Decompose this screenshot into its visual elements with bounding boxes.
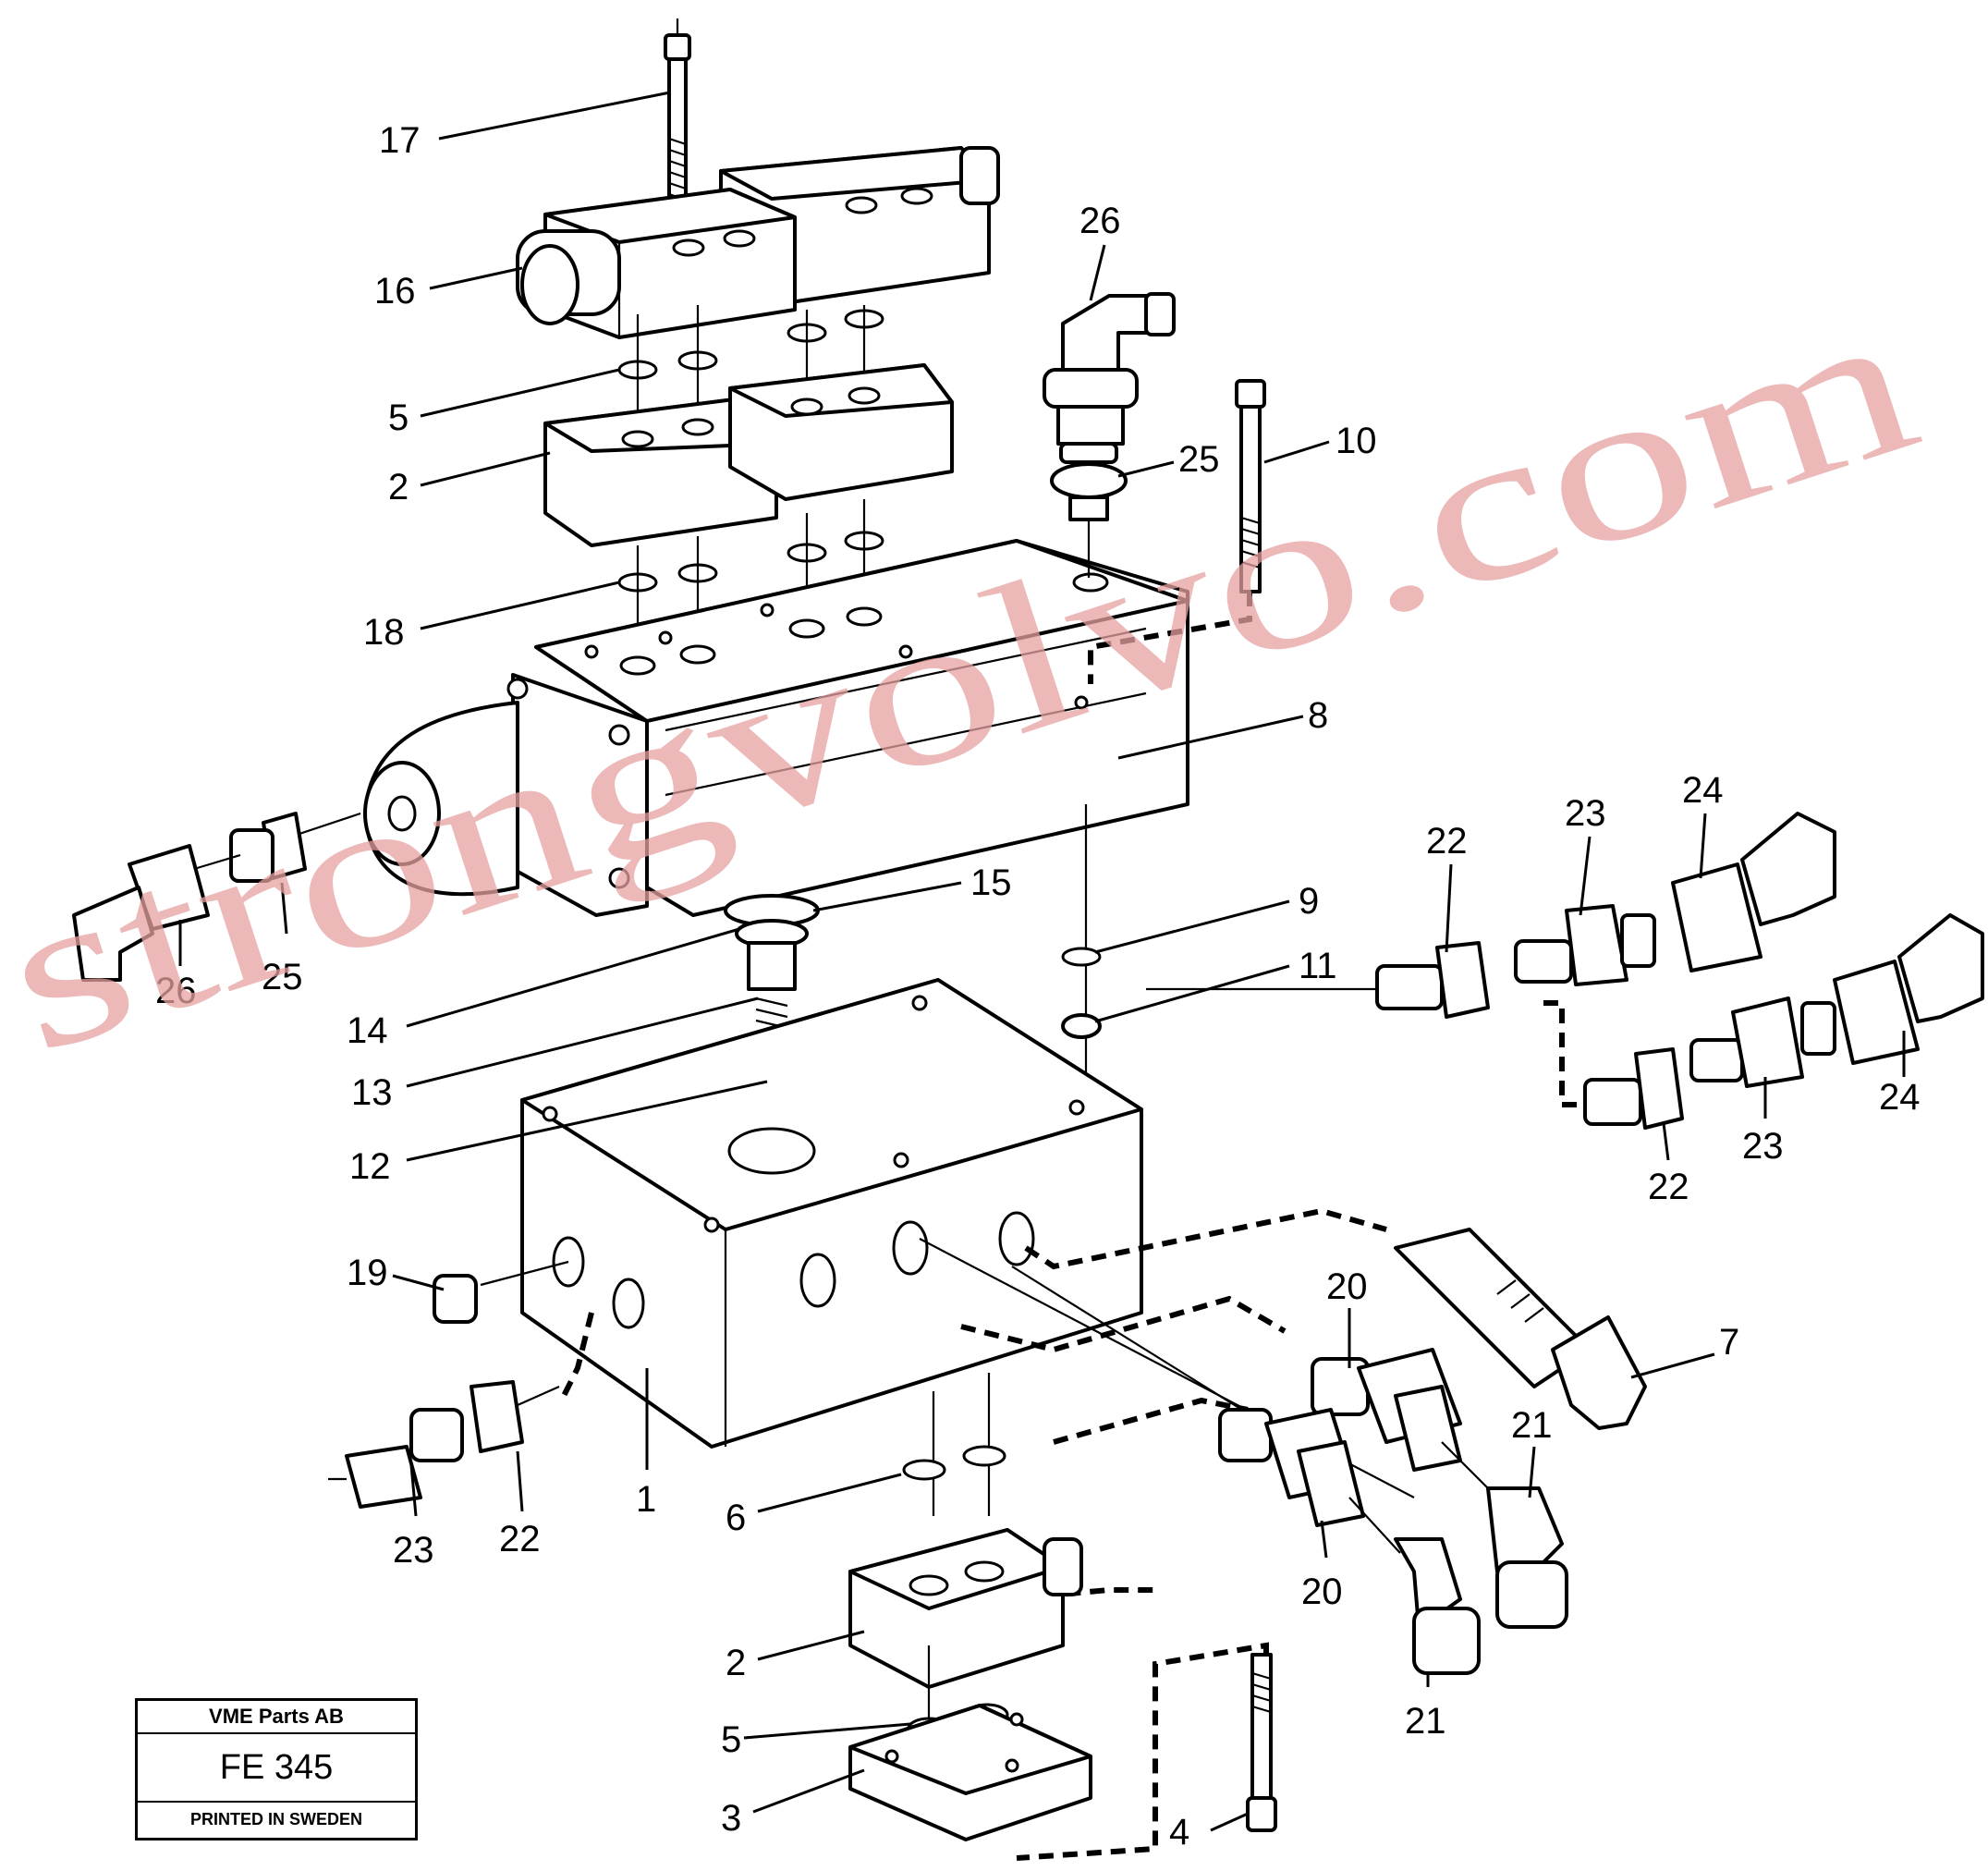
leader-lines: [178, 91, 1906, 1832]
callout-24b: 24: [1879, 1077, 1921, 1118]
plate-company: VME Parts AB: [138, 1701, 415, 1734]
callout-25: 25: [1178, 439, 1220, 480]
callout-5: 5: [388, 397, 409, 438]
callout-14: 14: [347, 1010, 388, 1051]
callout-2: 2: [388, 467, 409, 507]
callout-26: 26: [1079, 201, 1121, 241]
callout-19: 19: [347, 1253, 388, 1293]
callout-4: 4: [1169, 1812, 1189, 1853]
fitting-26-left: [72, 844, 241, 982]
callout-23c: 23: [393, 1530, 434, 1571]
callout-22c: 22: [499, 1519, 541, 1559]
callout-24: 24: [1682, 770, 1724, 811]
valve-block-1: [520, 978, 1143, 1449]
callout-22b: 22: [1648, 1167, 1689, 1207]
callout-15: 15: [970, 862, 1012, 903]
callout-6: 6: [726, 1498, 746, 1538]
callout-18: 18: [363, 612, 405, 653]
intermediate-plate-2-upper: [543, 363, 954, 547]
bolt-10: [1088, 379, 1266, 684]
fitting-25-top: [1050, 442, 1128, 578]
callout-3: 3: [721, 1798, 741, 1839]
callout-20: 20: [1326, 1266, 1368, 1307]
fitting-26-top: [1043, 292, 1176, 446]
callout-11: 11: [1299, 946, 1337, 986]
watermark: strongvolvo.com: [0, 260, 1941, 1098]
callout-10: 10: [1335, 421, 1377, 461]
callout-17: 17: [379, 120, 421, 161]
callout-5b: 5: [721, 1719, 741, 1760]
callout-20b: 20: [1301, 1571, 1343, 1612]
callout-2b: 2: [726, 1643, 746, 1683]
callout-13: 13: [351, 1072, 393, 1113]
lower-assembly: [848, 1373, 1277, 1841]
solenoid-valve-16: [516, 146, 1000, 339]
callout-26b: 26: [155, 971, 197, 1011]
actuator-housing-8: [363, 539, 1189, 917]
fitting-25-left: [229, 812, 361, 883]
callout-23: 23: [1565, 793, 1606, 834]
fittings-19-22-23-left: [328, 1260, 569, 1509]
callout-21: 21: [1511, 1405, 1553, 1446]
callouts: 17 16 26 5 10 2 25 18 8 24 23 22 15 9 11…: [155, 120, 1921, 1853]
callout-25b: 25: [262, 957, 303, 997]
callout-7: 7: [1719, 1322, 1739, 1363]
callout-21b: 21: [1405, 1701, 1446, 1742]
callout-9: 9: [1299, 881, 1319, 922]
fittings-22-23-24-upper: [1375, 812, 1836, 1019]
callout-23b: 23: [1742, 1126, 1784, 1167]
washers-9-11: [1061, 804, 1102, 1119]
fittings-22-23-24-lower: [1583, 913, 1984, 1130]
callout-16: 16: [374, 271, 416, 312]
title-plate: VME Parts AB FE 345 PRINTED IN SWEDEN: [135, 1698, 418, 1840]
callout-22: 22: [1426, 821, 1468, 862]
callout-1: 1: [636, 1479, 656, 1520]
callout-12: 12: [349, 1146, 391, 1187]
plug-7: [1394, 1228, 1647, 1430]
relief-valve-15: [724, 894, 820, 1120]
plate-code: FE 345: [138, 1734, 415, 1803]
fittings-20-21: [1218, 1348, 1568, 1675]
plate-printed: PRINTED IN SWEDEN: [189, 1810, 362, 1828]
callout-8: 8: [1308, 695, 1328, 736]
